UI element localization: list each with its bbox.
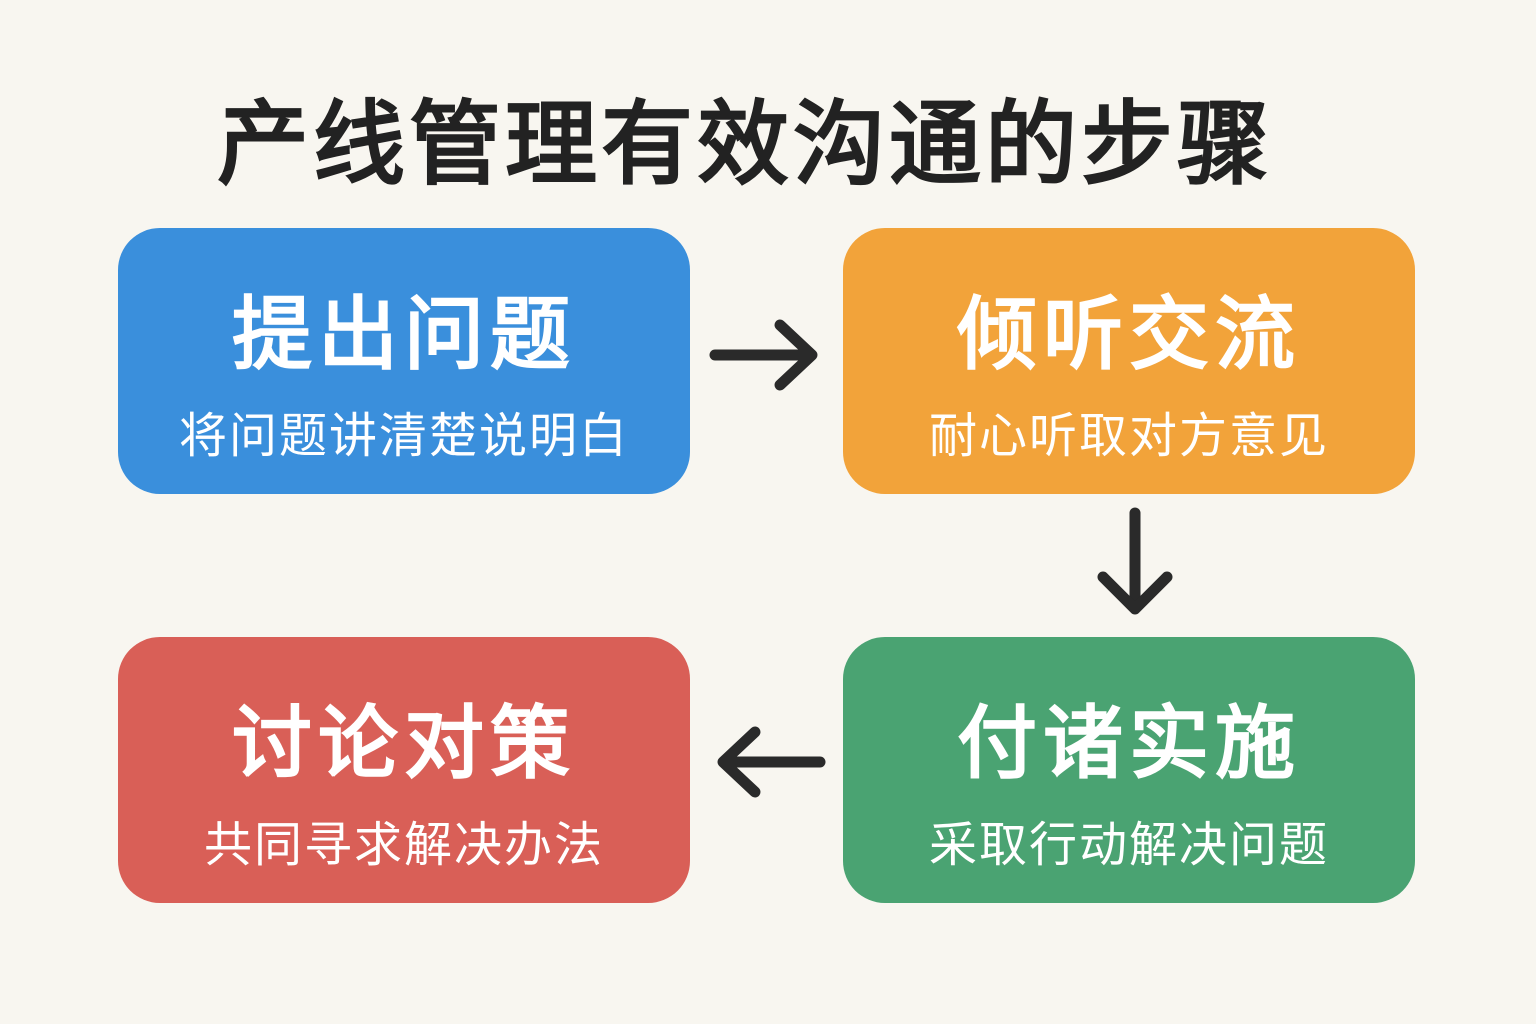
step-box-discuss: 讨论对策 共同寻求解决办法 — [118, 637, 690, 903]
arrow-right-icon — [709, 319, 818, 391]
arrow-left-icon — [717, 726, 826, 798]
step-title: 倾听交流 — [957, 288, 1301, 381]
step-description: 共同寻求解决办法 — [203, 817, 604, 873]
arrow-down-icon — [1097, 507, 1173, 615]
step-title: 讨论对策 — [232, 697, 576, 790]
step-description: 将问题讲清楚说明白 — [178, 408, 629, 464]
page-title: 产线管理有效沟通的步骤 — [216, 91, 1273, 198]
step-description: 采取行动解决问题 — [928, 817, 1329, 873]
step-description: 耐心听取对方意见 — [928, 408, 1329, 464]
step-box-raise-question: 提出问题 将问题讲清楚说明白 — [118, 228, 690, 494]
step-title: 付诸实施 — [957, 697, 1301, 790]
step-box-listen: 倾听交流 耐心听取对方意见 — [843, 228, 1415, 494]
step-box-implement: 付诸实施 采取行动解决问题 — [843, 637, 1415, 903]
step-title: 提出问题 — [232, 288, 576, 381]
